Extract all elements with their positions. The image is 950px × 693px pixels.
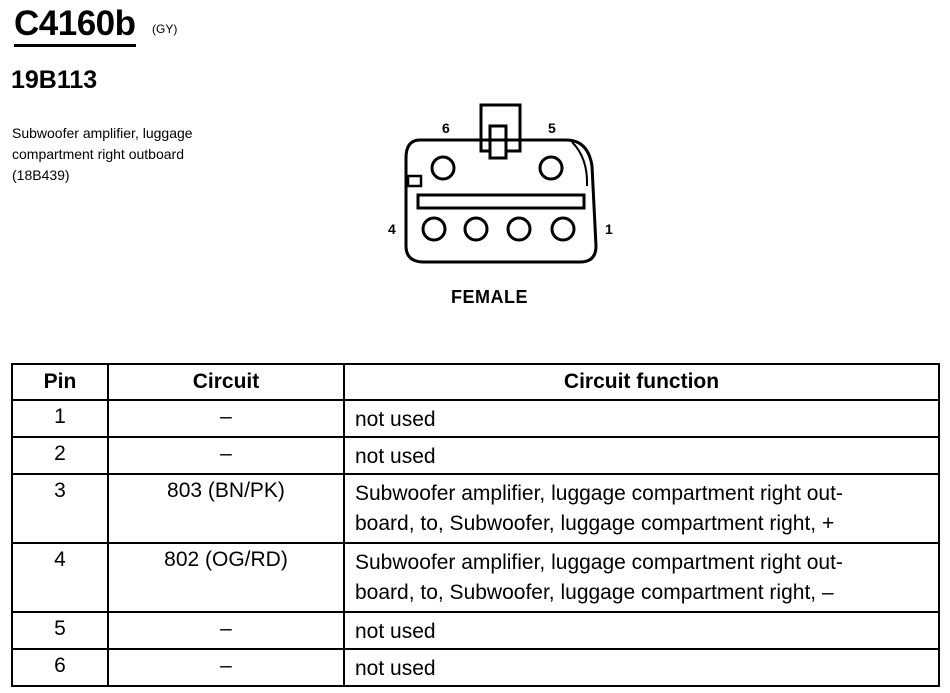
cell-function: Subwoofer amplifier, luggage compartment… (343, 473, 940, 544)
pin-cavity-6 (430, 155, 456, 181)
cell-function: not used (343, 436, 940, 475)
cell-pin: 1 (11, 399, 109, 438)
connector-face-diagram: 6 5 4 1 (388, 103, 613, 264)
housing-key-edge (571, 141, 589, 187)
pin-label-4: 4 (388, 221, 396, 237)
pin-label-1: 1 (605, 221, 613, 237)
pin-cavity-1 (550, 216, 576, 242)
header-circuit: Circuit (107, 363, 345, 401)
pin-cavity-3 (463, 216, 489, 242)
description-line: compartment right outboard (12, 146, 184, 162)
cell-pin: 5 (11, 611, 109, 650)
pinout-table: Pin Circuit Circuit function 1 – not use… (11, 363, 940, 687)
connector-id: C4160b (14, 4, 136, 47)
header-circuit-function: Circuit function (343, 363, 940, 401)
cell-circuit: – (107, 648, 345, 687)
latch-slot (488, 124, 508, 160)
connector-title-block: C4160b (14, 4, 136, 47)
connector-color: (GY) (152, 22, 178, 36)
function-line: not used (355, 620, 436, 643)
function-line: Subwoofer amplifier, luggage compartment… (355, 551, 843, 574)
table-row: 2 – not used (11, 436, 940, 475)
cell-circuit: – (107, 611, 345, 650)
cell-function: Subwoofer amplifier, luggage compartment… (343, 542, 940, 613)
table-row: 1 – not used (11, 399, 940, 438)
table-header-row: Pin Circuit Circuit function (11, 363, 940, 401)
function-line: board, to, Subwoofer, luggage compartmen… (355, 581, 834, 604)
table-row: 6 – not used (11, 648, 940, 687)
connector-gender: FEMALE (451, 287, 528, 307)
description-line: (18B439) (12, 167, 70, 183)
cell-pin: 3 (11, 473, 109, 544)
description-line: Subwoofer amplifier, luggage (12, 125, 193, 141)
table-row: 3 803 (BN/PK) Subwoofer amplifier, lugga… (11, 473, 940, 544)
cell-circuit: 803 (BN/PK) (107, 473, 345, 544)
pin-label-6: 6 (442, 120, 450, 136)
table-row: 5 – not used (11, 611, 940, 650)
table-row: 4 802 (OG/RD) Subwoofer amplifier, lugga… (11, 542, 940, 613)
cell-function: not used (343, 648, 940, 687)
cell-function: not used (343, 611, 940, 650)
header-pin: Pin (11, 363, 109, 401)
part-number: 19B113 (11, 66, 98, 94)
polarity-key (406, 174, 423, 188)
cell-pin: 6 (11, 648, 109, 687)
cell-function: not used (343, 399, 940, 438)
function-line: Subwoofer amplifier, luggage compartment… (355, 482, 843, 505)
connector-description: Subwoofer amplifier, luggage compartment… (12, 123, 193, 186)
cell-pin: 4 (11, 542, 109, 613)
function-line: board, to, Subwoofer, luggage compartmen… (355, 512, 835, 535)
pin-cavity-5 (538, 155, 564, 181)
function-line: not used (355, 408, 436, 431)
pin-label-5: 5 (548, 120, 556, 136)
function-line: not used (355, 657, 436, 680)
cell-circuit: – (107, 399, 345, 438)
cell-circuit: 802 (OG/RD) (107, 542, 345, 613)
terminal-lock-bar (416, 193, 586, 210)
pin-cavity-4 (421, 216, 447, 242)
pin-cavity-2 (506, 216, 532, 242)
function-line: not used (355, 445, 436, 468)
connector-housing (404, 138, 598, 264)
cell-circuit: – (107, 436, 345, 475)
cell-pin: 2 (11, 436, 109, 475)
